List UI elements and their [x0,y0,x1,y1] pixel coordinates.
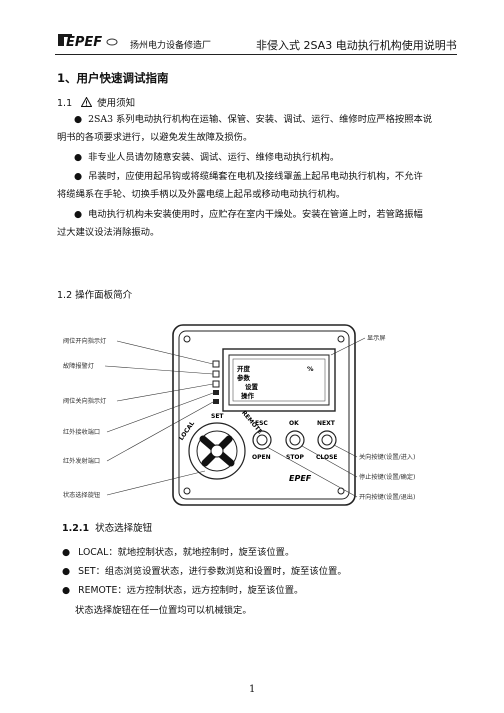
lcd-line-4: 操作 [241,391,255,400]
knob-item-set: ●SET：组态浏览设置状态，进行参数浏览和设置时，旋至该位置。 [62,566,347,577]
open-label: OPEN [252,454,271,461]
section-number: 1.2.1 [62,523,90,534]
knob-item-local: ●LOCAL：就地控制状态，就地控制时，旋至该位置。 [62,547,295,558]
section-title: 使用须知 [97,98,136,109]
close-label: CLOSE [316,454,338,461]
lcd-screen [232,358,326,402]
ir-send-port [213,399,219,404]
callout-close-indicator: 阀位关向指示灯 [63,397,106,405]
company-name: 扬州电力设备修造厂 [130,41,212,51]
callout-stop-key: 停止按键(设置/确定) [359,473,415,481]
ir-receive-port [213,390,219,395]
esc-label: ESC [255,420,268,427]
ok-label: OK [289,420,299,427]
document-title: 非侵入式 2SA3 电动执行机构使用说明书 [256,39,457,52]
state-select-knob [188,422,246,480]
callout-ir-receive: 红外接收端口 [63,428,100,436]
notice-paragraph-2: ●非专业人员请勿随意安装、调试、运行、维修电动执行机构。 [74,152,340,163]
callout-display: 显示屏 [367,335,386,342]
operation-panel-diagram: 开度 % 参数 设置 操作 LOCAL SET REMOTE ESC OK NE… [63,324,415,506]
header-divider [55,54,457,55]
panel-housing [172,324,356,506]
logo-text: EPEF [66,35,102,49]
stop-label: STOP [286,454,305,461]
section-1-2-1-heading: 1.2.1 状态选择旋钮 [62,520,152,534]
callout-fault-alarm: 故障报警灯 [63,362,94,370]
knob-item-remote: ●REMOTE：远方控制状态，远方控制时，旋至该位置。 [62,585,304,596]
callout-state-knob: 状态选择旋钮 [63,491,100,499]
lcd-line-1: 开度 [237,364,251,373]
page-number: 1 [249,684,256,695]
warning-icon [81,97,93,107]
fault-alarm-light [212,370,220,378]
lcd-line-3: 设置 [245,382,259,391]
callout-ir-send: 红外发射端口 [63,457,100,465]
open-indicator-light [212,360,220,368]
section-title: 操作面板简介 [75,290,133,301]
panel-logo: EPEF [289,474,312,483]
lcd-line-2: 参数 [237,373,251,382]
section-title: 状态选择旋钮 [95,523,153,534]
callout-open-key: 开向按键(设置/退出) [359,493,415,501]
notice-paragraph-3: ●吊装时，应使用起吊钩或将缆绳套在电机及接线罩盖上起吊电动执行机构，不允许 将缆… [57,171,423,201]
section-number: 1.2 [57,290,73,301]
knob-label-local: LOCAL [178,420,196,442]
lcd-percent: % [307,365,314,373]
close-indicator-light [212,380,220,388]
notice-paragraph-4: ●电动执行机构未安装使用时，应贮存在室内干燥处。安装在管道上时，若管路振幅 过大… [57,209,423,239]
knob-label-set: SET [211,413,224,420]
stop-button [285,430,305,450]
section-number: 1.1 [57,98,73,109]
open-button [252,430,272,450]
knob-lock-note: 状态选择旋钮在任一位置均可以机械锁定。 [75,605,252,616]
section-1-2-heading: 1.2 操作面板简介 [57,287,132,301]
close-button [317,430,337,450]
callout-close-key: 关向按键(设置/进入) [359,453,415,461]
company-logo: EPEF [58,34,118,49]
notice-paragraph-1: ●2SA3 系列电动执行机构在运输、保管、安装、调试、运行、维修时应严格按照本说… [57,114,433,144]
next-label: NEXT [317,420,336,427]
section-1-1-heading: 1.1 使用须知 [57,95,135,109]
section-1-title: 1、用户快速调试指南 [57,71,169,85]
callout-open-indicator: 阀位开向指示灯 [63,337,106,345]
display-screen-frame [222,348,336,412]
